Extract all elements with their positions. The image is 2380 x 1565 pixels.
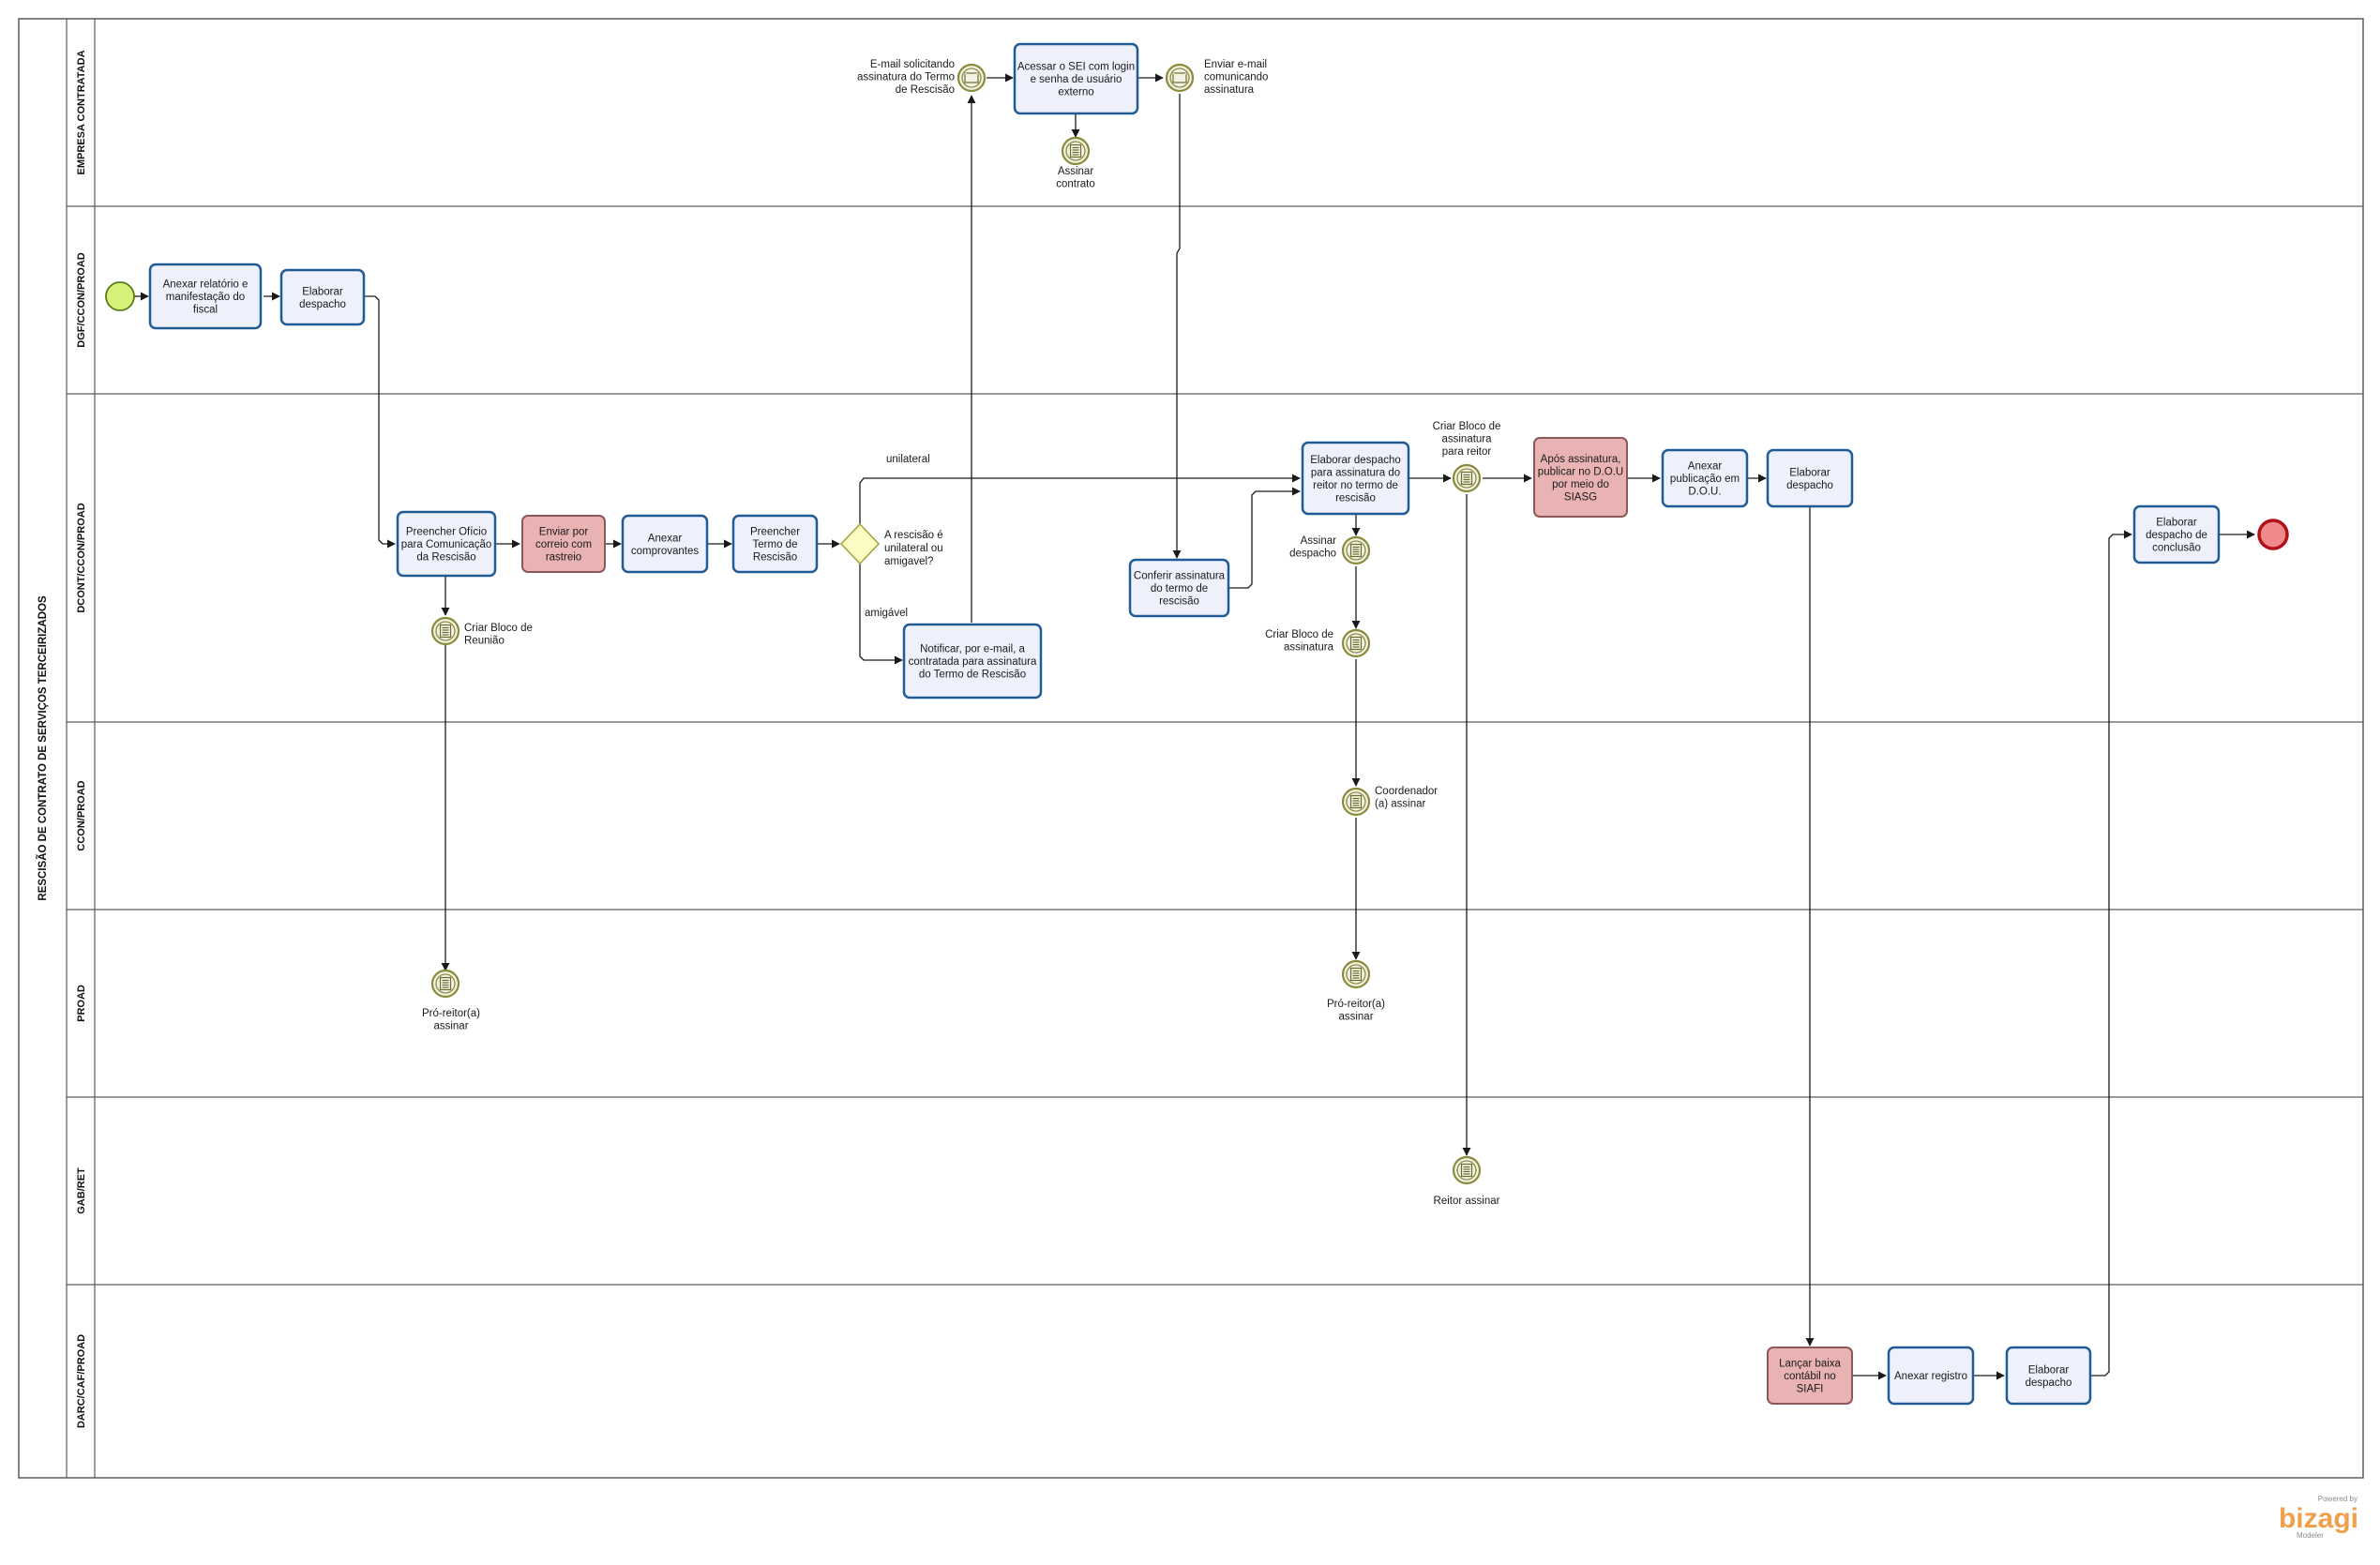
flow-label-unilateral: unilateral	[886, 454, 930, 465]
document-icon	[439, 976, 452, 991]
logo-powered-by: Powered by	[2318, 1495, 2357, 1503]
sequence-flows	[134, 73, 2255, 1380]
pool-title: RESCISÃO DE CONTRATO DE SERVIÇOS TERCEIR…	[37, 595, 49, 901]
pool-border	[18, 18, 2364, 1479]
lane-label-empresa: EMPRESA CONTRATADA	[76, 50, 87, 174]
event-label: Pró-reitor(a)assinar	[1327, 999, 1385, 1023]
lane-label-gab: GAB/RET	[76, 1167, 87, 1214]
event-label: Coordenador(a) assinar	[1375, 786, 1438, 810]
end-event[interactable]	[2257, 519, 2289, 550]
envelope-icon	[1172, 72, 1187, 83]
event-label: Reitor assinar	[1434, 1196, 1500, 1207]
envelope-icon	[964, 72, 979, 83]
logo-modeler: Modeler	[2297, 1531, 2324, 1540]
document-icon	[1349, 636, 1363, 651]
document-icon	[1349, 543, 1363, 558]
bizagi-logo: Powered by bizagi Modeler	[2279, 1495, 2358, 1540]
lane-label-darc: DARC/CAF/PROAD	[76, 1334, 87, 1428]
document-icon	[1460, 471, 1473, 486]
lane-label-dgf: DGF/CCON/PROAD	[76, 252, 87, 348]
flow-label-amigavel: amigável	[865, 608, 908, 619]
event-reitor-assinar[interactable]: Reitor assinar	[1434, 1155, 1500, 1207]
document-icon	[1069, 143, 1082, 158]
lane-label-dcont: DCONT/CCON/PROAD	[76, 503, 87, 612]
document-icon	[1349, 794, 1363, 809]
start-event[interactable]	[105, 281, 135, 311]
exclusive-gateway[interactable]: A rescisão é unilateral ou amigavel?	[839, 522, 946, 567]
event-pro-reitor-2[interactable]: Pró-reitor(a)assinar	[1327, 959, 1385, 1023]
task-label: Anexar registro	[1894, 1371, 1967, 1382]
logo-name: bizagi	[2279, 1503, 2358, 1534]
event-label: Pró-reitor(a)assinar	[422, 1008, 480, 1032]
event-coordenador[interactable]: Coordenador(a) assinar	[1341, 786, 1438, 817]
lane-label-ccon: CCON/PROAD	[76, 780, 87, 850]
gateway-label: A rescisão é unilateral ou amigavel?	[884, 530, 946, 567]
document-icon	[1349, 967, 1363, 982]
document-icon	[439, 624, 452, 639]
task-anexar-registro[interactable]: Anexar registro	[1887, 1346, 1975, 1406]
pool: RESCISÃO DE CONTRATO DE SERVIÇOS TERCEIR…	[18, 18, 2364, 1479]
document-icon	[1460, 1163, 1473, 1178]
lane-label-proad: PROAD	[76, 985, 87, 1022]
event-pro-reitor-1[interactable]: Pró-reitor(a)assinar	[422, 969, 480, 1032]
